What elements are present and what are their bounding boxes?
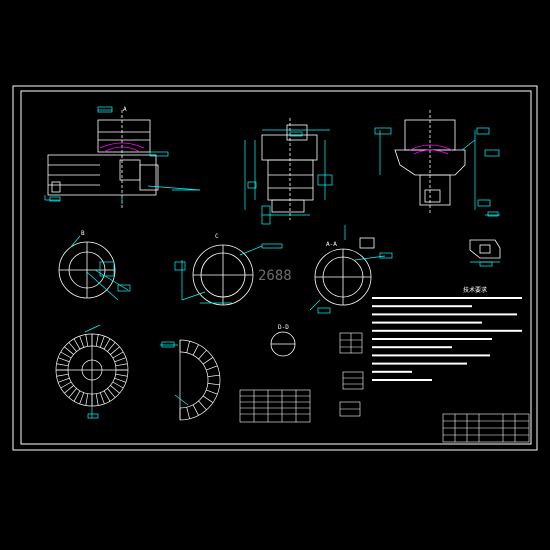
small-tables xyxy=(239,332,364,423)
gear-tooth xyxy=(115,363,128,367)
label-section-a: A xyxy=(123,106,127,113)
gear-tooth xyxy=(95,334,99,347)
gear-tooth xyxy=(85,393,89,406)
gear-tooth xyxy=(99,392,105,404)
gear-tooth xyxy=(112,351,124,359)
view-left-round-part xyxy=(58,241,116,299)
view-left-round-dims xyxy=(69,235,131,301)
view-top-left-dims xyxy=(44,106,201,204)
gear-tooth xyxy=(95,393,99,406)
view-top-right-hidden xyxy=(409,144,453,155)
note-line xyxy=(372,313,517,316)
view-section-aa xyxy=(314,237,375,306)
partial-tooth xyxy=(186,407,190,419)
view-section-c-dims xyxy=(174,243,283,304)
gear-tooth xyxy=(60,351,72,359)
note-line xyxy=(372,338,492,340)
note-line xyxy=(372,346,452,349)
view-top-right-dims xyxy=(374,127,500,217)
gear-tooth xyxy=(73,390,81,402)
view-section-c xyxy=(192,244,254,306)
title-block xyxy=(442,413,530,443)
partial-tooth xyxy=(202,356,214,365)
view-top-middle-dims xyxy=(244,129,333,225)
view-top-left-hidden xyxy=(99,142,145,153)
gear-tooth xyxy=(103,390,111,402)
note-line xyxy=(372,305,472,308)
inner-frame xyxy=(20,90,532,445)
partial-tooth xyxy=(206,389,218,395)
partial-tooth xyxy=(206,365,218,371)
note-line xyxy=(372,297,522,299)
partial-tooth xyxy=(186,341,190,353)
gear-tooth xyxy=(73,338,81,350)
partial-tooth xyxy=(198,349,207,360)
note-line xyxy=(372,362,467,365)
watermark: 2688 xyxy=(258,268,292,284)
partial-tooth xyxy=(207,374,220,377)
gear-tooth xyxy=(68,342,77,352)
gear-tooth xyxy=(60,381,72,389)
view-detail-right-dims xyxy=(470,261,500,267)
partial-tooth xyxy=(198,400,207,411)
gear-tooth xyxy=(110,346,120,355)
label-section-c: C xyxy=(215,233,219,240)
gear-tooth xyxy=(58,357,70,363)
view-top-left-assembly xyxy=(47,110,159,210)
note-line xyxy=(372,379,432,381)
note-line xyxy=(372,370,412,373)
gear-tooth xyxy=(112,381,124,389)
gear-tooth xyxy=(115,373,128,377)
label-section-d: D-D xyxy=(278,324,289,331)
gear-tooth xyxy=(64,385,74,394)
gear-tooth xyxy=(68,388,77,398)
view-radial-gear xyxy=(55,333,129,407)
gear-tooth xyxy=(64,346,74,355)
note-line xyxy=(372,321,482,324)
gear-tooth xyxy=(58,377,70,383)
gear-tooth xyxy=(56,363,69,367)
label-section-aa: A-A xyxy=(326,241,337,248)
gear-tooth xyxy=(107,342,116,352)
notes-lines xyxy=(372,297,522,381)
partial-tooth xyxy=(207,383,220,386)
gear-tooth xyxy=(79,392,85,404)
gear-tooth xyxy=(110,385,120,394)
gear-tooth xyxy=(56,373,69,377)
partial-tooth xyxy=(192,404,199,416)
note-line xyxy=(372,329,522,332)
view-detail-right xyxy=(469,239,501,259)
gear-tooth xyxy=(85,334,89,347)
gear-tooth xyxy=(114,377,126,383)
gear-tooth xyxy=(79,336,85,348)
gear-tooth xyxy=(114,357,126,363)
view-top-right-section xyxy=(394,110,466,215)
view-partial-radial xyxy=(179,339,221,421)
note-line xyxy=(372,354,490,357)
view-section-d xyxy=(270,331,296,357)
gear-tooth xyxy=(103,338,111,350)
label-left-small: B xyxy=(81,230,85,237)
view-partial-radial-dims xyxy=(160,341,189,406)
gear-tooth xyxy=(107,388,116,398)
partial-tooth xyxy=(192,344,199,356)
view-section-aa-dims xyxy=(309,225,393,314)
notes-heading: 技术要求 xyxy=(463,286,487,294)
gear-tooth xyxy=(99,336,105,348)
partial-tooth xyxy=(202,395,214,404)
view-radial-gear-dims xyxy=(84,324,101,419)
outer-frame xyxy=(12,85,538,451)
